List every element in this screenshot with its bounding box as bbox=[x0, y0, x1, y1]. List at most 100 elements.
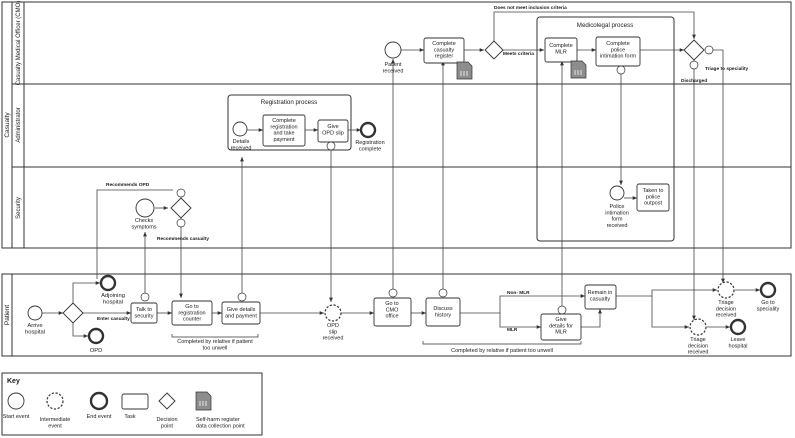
opd-label: OPD bbox=[90, 348, 103, 354]
remain-in-casualty-task bbox=[584, 284, 617, 310]
cmo-lane-label: Casualty Medical Officer (CMO) bbox=[16, 1, 22, 86]
cmo-relative-note-text: Completed by relative if patient too unw… bbox=[451, 348, 553, 354]
registration-message-circle bbox=[237, 292, 247, 302]
complete-police-form-task bbox=[595, 36, 641, 67]
casualty-pool: Casualty Casualty Medical Officer (CMO) … bbox=[1, 1, 792, 249]
legend-end-event-label: End event bbox=[87, 414, 112, 420]
legend-start-event-label: Start event bbox=[3, 414, 30, 420]
legend-intermediate-event-icon bbox=[46, 392, 64, 410]
discharged-label: Discharged bbox=[681, 78, 707, 84]
arrive-hospital-start-event bbox=[27, 305, 43, 321]
go-to-cmo-task bbox=[373, 297, 412, 327]
legend-decision-point-icon bbox=[158, 392, 176, 410]
medicolegal-subprocess-title: Medicolegal process bbox=[577, 22, 633, 29]
legend-task-label: Task bbox=[124, 414, 136, 420]
security-gateway-top-circle bbox=[176, 188, 186, 198]
history-message-circle bbox=[438, 288, 448, 298]
complete-casualty-register-task bbox=[423, 37, 465, 64]
checks-symptoms-start-event bbox=[135, 198, 155, 218]
security-gateway-bottom-circle bbox=[176, 218, 186, 228]
patient-pool-label: Patient bbox=[4, 305, 11, 325]
legend-title: Key bbox=[7, 378, 20, 385]
legend-register-icon bbox=[195, 391, 212, 411]
go-to-registration-task bbox=[171, 300, 213, 326]
entry-decision-gateway bbox=[62, 302, 84, 324]
mlr-message-circle bbox=[557, 305, 567, 315]
legend-task-icon bbox=[121, 393, 149, 410]
meets-criteria-label: Meets criteria bbox=[503, 51, 534, 57]
triage-gateway-right-circle bbox=[704, 45, 714, 55]
go-to-speciality-end-event bbox=[759, 281, 777, 299]
non-mlr-label: Non- MLR bbox=[507, 290, 530, 296]
medicolegal-subprocess: Medicolegal process bbox=[536, 16, 675, 242]
casualty-pool-label: Casualty bbox=[4, 112, 11, 138]
give-details-mlr-task bbox=[540, 313, 582, 341]
details-received-start-event bbox=[232, 121, 248, 137]
discuss-history-task bbox=[425, 297, 461, 327]
opd-end-event bbox=[87, 327, 105, 345]
connectors bbox=[42, 11, 760, 338]
security-message-circle bbox=[140, 292, 150, 302]
leave-hospital-end-event bbox=[729, 318, 747, 336]
triage-to-speciality-label: Triage to speciality bbox=[705, 66, 749, 72]
recommends-casualty-label: Recommends casualty bbox=[157, 236, 209, 242]
enter-casualty-label: Enter casualty bbox=[97, 316, 130, 322]
inclusion-criteria-gateway bbox=[484, 40, 504, 60]
patient-pool: Patient bbox=[1, 273, 792, 357]
not-meet-criteria-label: Does not meet inclusion criteria bbox=[494, 5, 567, 11]
triage-decision-gateway bbox=[683, 39, 705, 61]
give-details-payment-task bbox=[221, 301, 261, 325]
police-form-message-circle bbox=[616, 65, 626, 75]
police-form-received-start-event bbox=[609, 185, 625, 201]
patient-received-start-event bbox=[384, 41, 402, 59]
cmo-relative-note: Completed by relative if patient too unw… bbox=[422, 341, 582, 354]
take-to-police-task bbox=[636, 183, 670, 212]
cmo-message-circle bbox=[388, 288, 398, 298]
administrator-lane-label: Administrator bbox=[16, 107, 22, 142]
complete-mlr-task bbox=[544, 37, 578, 63]
triage-decision-top-intermediate-event bbox=[717, 281, 735, 299]
mlr-register-data-icon bbox=[570, 60, 587, 79]
triage-gateway-bottom-circle bbox=[689, 60, 699, 70]
registration-complete-end-event bbox=[359, 121, 377, 139]
adjoining-hospital-end-event bbox=[99, 274, 117, 292]
opd-slip-received-intermediate-event bbox=[324, 304, 342, 322]
triage-decision-bottom-intermediate-event bbox=[689, 318, 707, 336]
mlr-label: MLR bbox=[507, 327, 518, 333]
talk-to-security-task bbox=[130, 302, 158, 324]
registration-subprocess-title: Registration process bbox=[261, 99, 317, 106]
security-decision-gateway bbox=[170, 197, 192, 219]
legend-start-event-icon bbox=[7, 392, 25, 410]
